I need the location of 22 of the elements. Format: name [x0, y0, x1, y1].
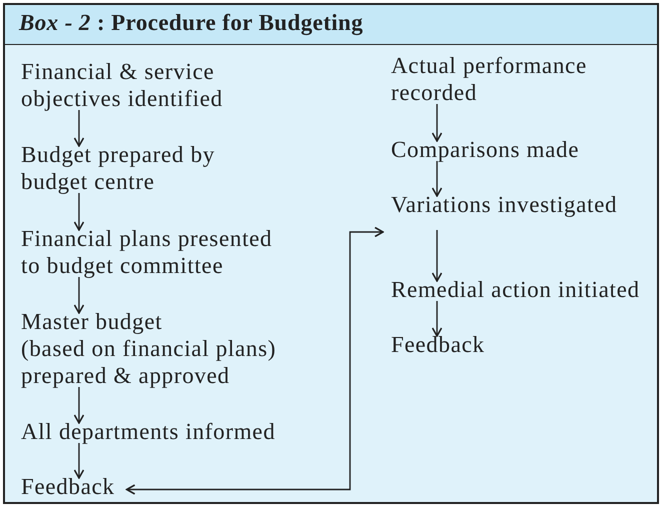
arrow [432, 161, 442, 197]
step-text: Budget prepared by budget centre [21, 141, 215, 195]
arrow [432, 104, 442, 142]
step-text: Variations investigated [391, 191, 618, 218]
arrow [74, 387, 84, 424]
step-text: Remedial action initiated [391, 276, 640, 303]
step-text: Financial plans presented to budget committee [21, 225, 272, 279]
arrow [126, 226, 384, 495]
title: Box - 2 : Procedure for Budgeting [19, 10, 364, 36]
step-text: All departments informed [21, 418, 276, 445]
arrow [432, 230, 442, 282]
step-text: Financial & service objectives identified [21, 58, 223, 112]
arrow [74, 110, 84, 147]
step-text: Actual performance recorded [391, 52, 587, 106]
step-text: Master budget (based on financial plans) prepared & approved [21, 308, 276, 389]
arrow [432, 301, 442, 337]
arrow [74, 443, 84, 479]
step-text: Feedback [391, 331, 485, 358]
step-text: Feedback [21, 473, 115, 500]
arrow [74, 193, 84, 231]
arrow [74, 277, 84, 314]
step-text: Comparisons made [391, 136, 580, 163]
